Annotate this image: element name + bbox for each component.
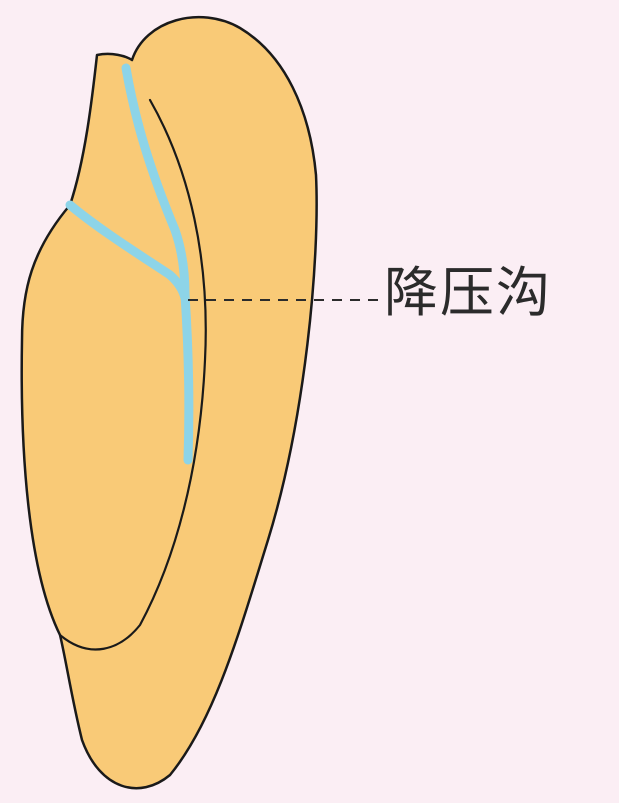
- depressor-groove-label: 降压沟: [384, 266, 552, 320]
